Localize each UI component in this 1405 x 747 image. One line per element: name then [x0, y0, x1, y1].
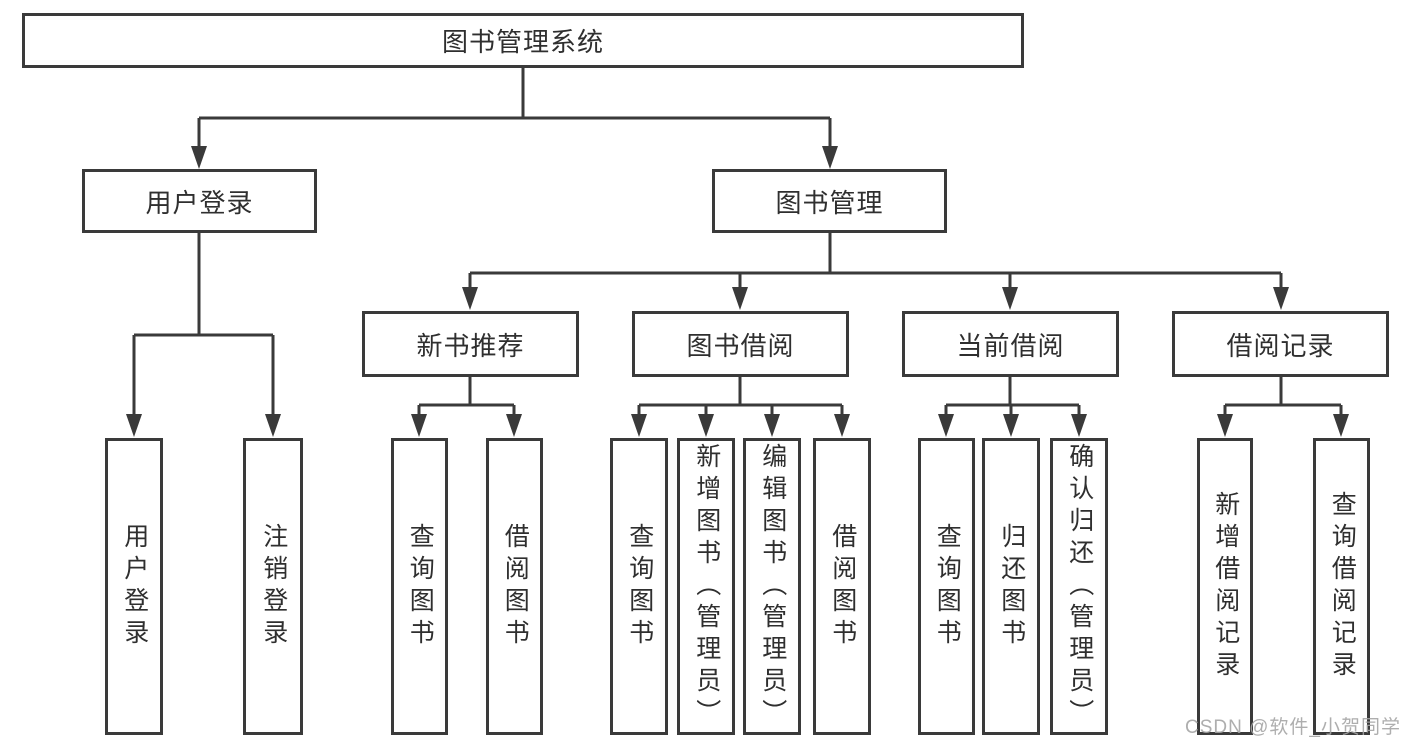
leaf-add-borrow-record-label: 新增借阅记录 — [1211, 490, 1240, 683]
arrow-head — [462, 287, 478, 310]
arrow-head — [1273, 287, 1289, 310]
arrow-head — [1071, 414, 1087, 437]
arrow-head — [764, 414, 780, 437]
leaf-return-books-label: 归还图书 — [997, 522, 1026, 651]
arrow-head — [1003, 414, 1019, 437]
arrow-head — [631, 414, 647, 437]
leaf-user-login: 用户登录 — [105, 438, 163, 735]
arrow-head — [938, 414, 954, 437]
leaf-borrow-books-2: 借阅图书 — [813, 438, 871, 735]
leaf-add-books-admin: 新增图书（管理员） — [677, 438, 735, 735]
node-new-book-recommend-label: 新书推荐 — [416, 330, 525, 361]
node-current-borrowing-label: 当前借阅 — [956, 330, 1065, 361]
node-book-management: 图书管理 — [712, 169, 947, 233]
leaf-confirm-return-admin-label: 确认归还（管理员） — [1065, 442, 1094, 731]
leaf-add-books-admin-label: 新增图书（管理员） — [692, 442, 721, 731]
arrowheads — [126, 146, 1349, 437]
leaf-return-books: 归还图书 — [982, 438, 1040, 735]
node-new-book-recommend: 新书推荐 — [362, 311, 579, 377]
node-root-library-system: 图书管理系统 — [22, 13, 1024, 68]
leaf-query-books-2: 查询图书 — [610, 438, 668, 735]
arrow-head — [411, 414, 427, 437]
leaf-logout-label: 注销登录 — [259, 522, 288, 651]
leaf-query-books-2-label: 查询图书 — [625, 522, 654, 651]
arrow-head — [1217, 414, 1233, 437]
leaf-borrow-books-2-label: 借阅图书 — [828, 522, 857, 651]
leaf-query-books-1: 查询图书 — [391, 438, 448, 735]
arrow-head — [1002, 287, 1018, 310]
leaf-query-books-3-label: 查询图书 — [933, 522, 962, 651]
arrow-head — [1333, 414, 1349, 437]
arrow-head — [822, 146, 838, 169]
leaf-logout: 注销登录 — [243, 438, 303, 735]
leaf-edit-books-admin: 编辑图书（管理员） — [743, 438, 801, 735]
arrow-head — [732, 287, 748, 310]
leaf-query-borrow-record: 查询借阅记录 — [1313, 438, 1370, 735]
connector-lines — [132, 68, 1343, 418]
node-book-borrowing: 图书借阅 — [632, 311, 849, 377]
arrow-head — [698, 414, 714, 437]
leaf-add-borrow-record: 新增借阅记录 — [1197, 438, 1253, 735]
node-root-label: 图书管理系统 — [441, 27, 604, 57]
node-book-management-label: 图书管理 — [775, 187, 884, 218]
node-book-borrowing-label: 图书借阅 — [686, 330, 795, 361]
node-user-login: 用户登录 — [82, 169, 317, 233]
leaf-borrow-books-1-label: 借阅图书 — [501, 522, 530, 651]
leaf-query-books-1-label: 查询图书 — [406, 522, 435, 651]
node-borrowing-records: 借阅记录 — [1172, 311, 1389, 377]
node-borrowing-records-label: 借阅记录 — [1226, 330, 1335, 361]
leaf-borrow-books-1: 借阅图书 — [486, 438, 543, 735]
leaf-query-books-3: 查询图书 — [918, 438, 975, 735]
arrow-head — [834, 414, 850, 437]
node-current-borrowing: 当前借阅 — [902, 311, 1119, 377]
arrow-head — [126, 414, 142, 437]
leaf-query-borrow-record-label: 查询借阅记录 — [1328, 490, 1357, 683]
csdn-watermark: CSDN @软件_小贺同学 — [1185, 717, 1401, 738]
arrow-head — [265, 414, 281, 437]
node-user-login-label: 用户登录 — [145, 187, 254, 218]
leaf-edit-books-admin-label: 编辑图书（管理员） — [758, 442, 787, 731]
leaf-confirm-return-admin: 确认归还（管理员） — [1050, 438, 1108, 735]
arrow-head — [191, 146, 207, 169]
arrow-head — [506, 414, 522, 437]
leaf-user-login-label: 用户登录 — [120, 522, 149, 651]
